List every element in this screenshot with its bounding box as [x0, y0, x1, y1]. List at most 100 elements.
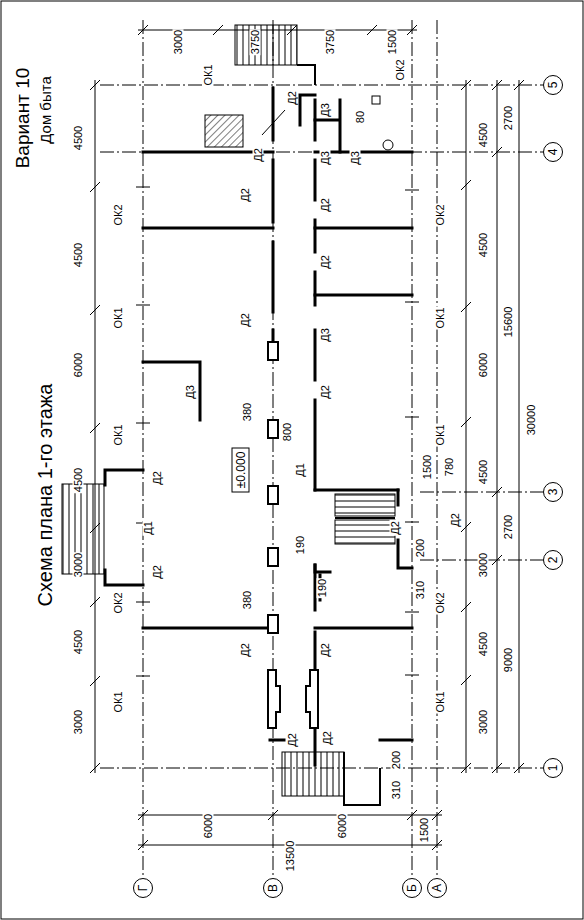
plan-label: ОК1 — [113, 423, 124, 446]
walls — [105, 88, 412, 765]
plan-label: 6000 — [478, 352, 489, 378]
plan-label: Д2 — [450, 512, 461, 528]
plan-label: 4500 — [73, 467, 84, 493]
axis-label: Г — [137, 885, 149, 892]
plan-label: Д3 — [320, 327, 331, 343]
plan-label: 4500 — [73, 125, 84, 151]
plan-title: Схема плана 1-го этажа — [35, 383, 55, 608]
sheet-heading: Дом быта — [38, 75, 53, 145]
plan-label: 4500 — [478, 631, 489, 657]
plan-label: Д2 — [320, 384, 331, 400]
plan-label: Д2 — [287, 90, 298, 106]
axis-label: 3 — [547, 489, 559, 496]
plan-label: 6000 — [73, 352, 84, 378]
plan-label: ОК1 — [113, 306, 124, 329]
plan-label: 3000 — [173, 29, 184, 55]
plan-label: Д2 — [152, 564, 163, 580]
plan-label: Д2 — [320, 254, 331, 270]
plan-label: Д2 — [240, 642, 251, 658]
plan-label: 310 — [415, 580, 426, 600]
axis-marker: А — [427, 878, 447, 898]
plan-label: 4500 — [478, 122, 489, 148]
level-value: ±0.000 — [234, 452, 246, 489]
dimension-lines — [90, 25, 524, 850]
plan-label: 1500 — [422, 454, 433, 480]
plan-label: 200 — [415, 538, 426, 558]
plan-label: 800 — [282, 422, 293, 442]
plan-label: 2700 — [503, 514, 514, 540]
plan-label: 80 — [355, 110, 366, 124]
plan-label: 6000 — [337, 813, 348, 839]
axis-marker: 2 — [543, 550, 563, 570]
plan-label: 200 — [391, 750, 402, 770]
sanitary-fixtures — [372, 96, 393, 150]
axis-lines — [100, 20, 543, 878]
plan-label: 3750 — [250, 29, 261, 55]
axis-marker: Г — [133, 878, 153, 898]
plan-label: 30000 — [526, 404, 537, 437]
plan-label: Д3 — [185, 384, 196, 400]
axis-marker: 3 — [543, 482, 563, 502]
axis-label: 4 — [547, 149, 559, 156]
sheet-heading: Вариант 10 — [13, 67, 32, 170]
plan-label: Д2 — [320, 197, 331, 213]
plan-label: ОК2 — [435, 591, 446, 614]
axis-label: В — [267, 884, 279, 892]
plan-label: 4500 — [478, 232, 489, 258]
plan-label: 380 — [242, 590, 253, 610]
plan-label: ОК2 — [113, 591, 124, 614]
plan-label: Д3 — [320, 102, 331, 118]
plan-label: ОК1 — [203, 63, 214, 86]
plan-label: Д1 — [143, 520, 154, 536]
plan-label: Д2 — [240, 187, 251, 203]
plan-label: 4500 — [73, 242, 84, 268]
plan-label: ОК1 — [435, 306, 446, 329]
plan-label: Д2 — [152, 470, 163, 486]
plan-label: ОК1 — [435, 423, 446, 446]
plan-label: 1500 — [387, 29, 398, 55]
plan-label: ОК1 — [113, 690, 124, 713]
plan-label: 3000 — [478, 709, 489, 735]
plan-label: 13500 — [285, 840, 296, 873]
plan-label: Д1 — [295, 462, 306, 478]
plan-label: ОК2 — [395, 58, 406, 81]
plan-label: Д2 — [390, 520, 401, 536]
plan-label: 3000 — [73, 552, 84, 578]
plan-label: Д2 — [240, 312, 251, 328]
axis-label: 5 — [547, 82, 559, 89]
axis-marker: В — [263, 878, 283, 898]
plan-label: Д2 — [287, 732, 298, 748]
plan-label: 3000 — [73, 709, 84, 735]
plan-label: ОК2 — [435, 203, 446, 226]
plan-label: 4500 — [73, 629, 84, 655]
plan-label: 6000 — [203, 813, 214, 839]
window-marks — [136, 187, 419, 676]
plan-label: 1500 — [419, 817, 430, 843]
plan-label: 380 — [242, 402, 253, 422]
axis-marker: Б — [402, 878, 422, 898]
plan-label: ОК1 — [435, 690, 446, 713]
plan-label: 3750 — [325, 29, 336, 55]
plan-label: 9000 — [503, 647, 514, 673]
axis-label: А — [431, 884, 443, 892]
plan-label: Д2 — [253, 147, 264, 163]
plan-label: 780 — [444, 457, 455, 477]
plan-label: Д3 — [350, 150, 361, 166]
axis-marker: 5 — [543, 75, 563, 95]
plan-label: 15600 — [503, 306, 514, 339]
axis-label: 1 — [547, 765, 559, 772]
level-mark: ±0.000 — [231, 448, 249, 493]
axis-marker: 4 — [543, 142, 563, 162]
plan-label: 4500 — [478, 459, 489, 485]
axis-label: 2 — [547, 557, 559, 564]
columns — [268, 342, 318, 728]
plan-label: Д2 — [322, 730, 333, 746]
plan-label: 190 — [317, 578, 328, 598]
plan-label: 310 — [391, 780, 402, 800]
plan-label: 190 — [295, 535, 306, 555]
plan-label: Д3 — [320, 150, 331, 166]
stairs — [62, 25, 395, 805]
door-swing — [262, 110, 285, 135]
